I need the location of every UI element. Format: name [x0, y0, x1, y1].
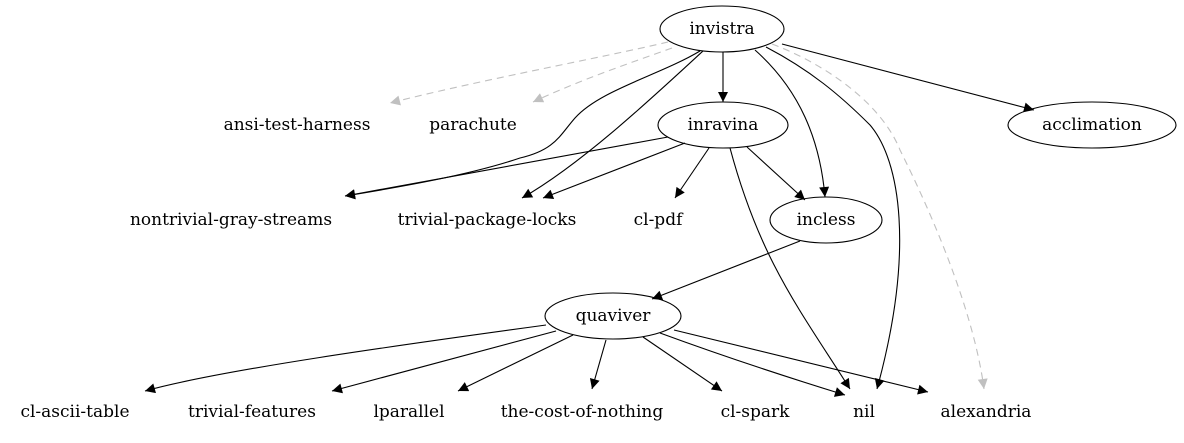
- edge-invistra-to-parachute: [532, 47, 673, 103]
- node-ellipse: [1007, 101, 1177, 149]
- node-alexandria: alexandria: [941, 402, 1032, 422]
- edge-inravina-to-cl-pdf: [674, 147, 710, 199]
- edge-invistra-to-acclimation: [781, 43, 1035, 113]
- node-parachute: parachute: [429, 115, 517, 135]
- edge-inravina-to-nontrivial-gray-streams: [344, 136, 669, 200]
- node-label: cl-spark: [721, 402, 791, 422]
- node-label: trivial-package-locks: [398, 210, 577, 230]
- nodes-layer: invistra inravina acclimation incless quaviv…: [20, 5, 1177, 422]
- node-label: inravina: [688, 115, 759, 135]
- edge-inravina-to-incless: [746, 146, 806, 201]
- edge-quaviver-to-lparallel: [457, 334, 574, 392]
- node-ansi-test-harness: ansi-test-harness: [224, 115, 371, 135]
- node-label: trivial-features: [188, 402, 316, 422]
- node-label: invistra: [689, 19, 754, 39]
- edge-quaviver-to-trivial-features: [331, 330, 557, 394]
- node-label: nontrivial-gray-streams: [130, 210, 332, 230]
- node-ellipse: [657, 101, 789, 149]
- edge-quaviver-to-alexandria: [673, 329, 929, 395]
- node-label: ansi-test-harness: [224, 115, 371, 135]
- node-label: cl-ascii-table: [20, 402, 129, 422]
- node-label: lparallel: [373, 402, 444, 422]
- node-cl-pdf: cl-pdf: [634, 210, 684, 230]
- node-the-cost-of-nothing: the-cost-of-nothing: [501, 402, 664, 422]
- node-inravina: inravina: [657, 101, 789, 149]
- node-ellipse: [659, 5, 785, 53]
- node-nil: nil: [853, 402, 875, 422]
- edge-quaviver-to-cl-spark: [642, 336, 723, 392]
- node-label: parachute: [429, 115, 517, 135]
- edge-invistra-to-ansi-test-harness: [389, 41, 669, 106]
- edge-incless-to-quaviver: [651, 240, 801, 301]
- edge-quaviver-to-cl-ascii-table: [144, 324, 547, 394]
- node-label: nil: [853, 402, 875, 422]
- edge-invistra-to-trivial-package-locks: [521, 50, 704, 199]
- edge-invistra-to-nil: [765, 46, 901, 390]
- edges-layer: [144, 41, 1035, 397]
- node-label: alexandria: [941, 402, 1032, 422]
- edge-quaviver-to-the-cost-of-nothing: [589, 339, 607, 390]
- node-label: the-cost-of-nothing: [501, 402, 664, 422]
- node-label: acclimation: [1042, 115, 1142, 135]
- edge-inravina-to-trivial-package-locks: [542, 142, 686, 200]
- node-cl-ascii-table: cl-ascii-table: [20, 402, 129, 422]
- node-cl-spark: cl-spark: [721, 402, 791, 422]
- node-invistra: invistra: [659, 5, 785, 53]
- edge-quaviver-to-nil: [659, 332, 846, 397]
- edge-inravina-to-nil: [729, 147, 851, 390]
- node-ellipse: [769, 196, 883, 244]
- node-nontrivial-gray-streams: nontrivial-gray-streams: [130, 210, 332, 230]
- node-lparallel: lparallel: [373, 402, 444, 422]
- node-incless: incless: [769, 196, 883, 244]
- node-trivial-features: trivial-features: [188, 402, 316, 422]
- node-trivial-package-locks: trivial-package-locks: [398, 210, 577, 230]
- node-quaviver: quaviver: [544, 292, 682, 340]
- edge-invistra-to-incless: [754, 49, 830, 198]
- edge-invistra-to-alexandria: [771, 43, 988, 390]
- node-ellipse: [544, 292, 682, 340]
- node-label: quaviver: [576, 306, 652, 326]
- node-acclimation: acclimation: [1007, 101, 1177, 149]
- node-label: incless: [797, 210, 856, 230]
- node-label: cl-pdf: [634, 210, 684, 230]
